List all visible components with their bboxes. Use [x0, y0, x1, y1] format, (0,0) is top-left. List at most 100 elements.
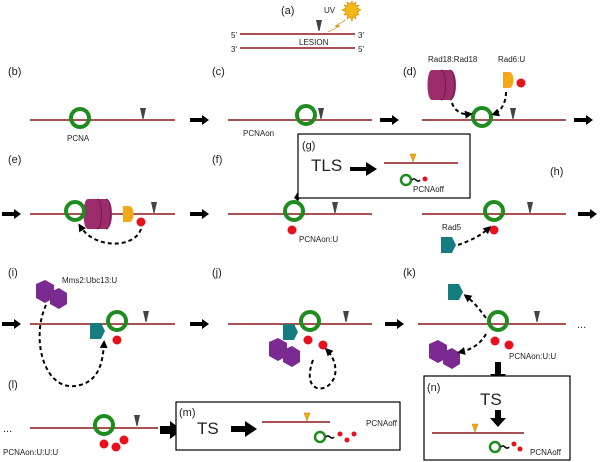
- arrow-tls: [350, 162, 377, 176]
- pcna-on-uuu-label: PCNAon:U:U:U: [3, 448, 58, 457]
- ubiquitin-i: [112, 335, 122, 345]
- pcna-off-label-m: PCNAoff: [366, 419, 398, 428]
- ubiquitin-m-2: [344, 437, 350, 443]
- ubiquitin-l-2: [111, 442, 121, 452]
- pcna-ring-d: [471, 106, 493, 128]
- pcna-ring-c: [295, 104, 317, 126]
- panel-label-e: (e): [8, 154, 21, 166]
- pcna-ring-i: [106, 310, 128, 332]
- lesion-k: [534, 311, 540, 322]
- dashed-arrow-rad5-release: [463, 294, 487, 319]
- ubiquitin-e: [136, 217, 146, 227]
- rad5-j: [283, 324, 298, 340]
- uv-label: UV: [324, 6, 336, 15]
- arrow-b-to-c: [190, 115, 209, 125]
- squiggle-m: [325, 435, 335, 439]
- panel-label-l: (l): [8, 379, 18, 391]
- dashed-arrow-chain-extension-j: [308, 347, 337, 390]
- arrow-into-e: [2, 209, 21, 219]
- lesion-j: [343, 311, 349, 322]
- ubiquitin-j-1: [303, 335, 313, 345]
- pcna-on-uu-label: PCNAon:U:U: [509, 352, 556, 361]
- panel-label-k: (k): [403, 267, 416, 279]
- ellipsis-k: ...: [577, 319, 586, 331]
- ubiquitin-g: [422, 176, 428, 182]
- squiggle-g: [411, 178, 421, 182]
- five-prime-bottom: 5': [358, 45, 364, 54]
- ubiquitin-k-1: [490, 336, 500, 346]
- rad5-i: [90, 323, 105, 339]
- ubiquitin-h: [489, 225, 499, 235]
- pcna-ring-k: [487, 310, 509, 332]
- lesion-c: [318, 108, 324, 119]
- arrow-into-i: [2, 319, 21, 329]
- lesion-f: [332, 202, 338, 213]
- pcna-off-ring-n: [488, 440, 502, 454]
- pcna-ring-b: [69, 107, 91, 129]
- tls-label: TLS: [311, 156, 342, 175]
- pcna-off-ring-g: [399, 173, 413, 187]
- rad18-dimer-d: [427, 69, 457, 101]
- panel-label-h: (h): [550, 166, 563, 178]
- sun-icon: [341, 0, 362, 22]
- mms2-ubc13-k-released: [429, 340, 460, 369]
- panel-label-d: (d): [403, 66, 416, 78]
- pcna-ring-l: [93, 414, 115, 436]
- lesion-label: LESION: [299, 38, 329, 47]
- dashed-arrow-ubiquitin-transfer-e: [78, 223, 142, 245]
- arrow-i-to-j: [190, 319, 209, 329]
- pcna-ring-h: [483, 200, 505, 222]
- lesion-b: [140, 108, 146, 119]
- pcna-on-label-c: PCNAon: [243, 129, 274, 138]
- ubiquitin-d: [516, 78, 526, 88]
- lesion-d: [510, 108, 516, 119]
- ts-label-n: TS: [480, 390, 502, 409]
- arrow-l-to-m: [160, 421, 182, 439]
- dashed-arrow-rad6-to-pcna: [491, 91, 507, 117]
- mms2-ubc13-j: [269, 338, 300, 367]
- repaired-lesion-n: [471, 423, 479, 433]
- rad6-d: [503, 72, 514, 88]
- dashed-arrow-mms2-to-rad5: [38, 304, 108, 388]
- ubiquitin-n-2: [517, 446, 523, 452]
- squiggle-n: [500, 445, 510, 449]
- repaired-lesion-m: [303, 412, 311, 422]
- rad6-e: [123, 206, 134, 222]
- ubiquitin-l-1: [99, 439, 109, 449]
- panel-label-b: (b): [8, 66, 21, 78]
- uv-lightning-icon: [327, 19, 347, 33]
- lesion-l: [134, 415, 140, 426]
- panel-label-n: (n): [427, 382, 440, 394]
- arrow-ts-m: [231, 421, 257, 437]
- ubiquitin-n-1: [511, 441, 517, 447]
- arrow-j-to-k: [385, 319, 404, 329]
- lesion-i: [143, 311, 149, 322]
- pcna-ring-e: [64, 200, 86, 222]
- arrow-h-out: [578, 209, 597, 219]
- rad6-label: Rad6:U: [498, 55, 525, 64]
- ubiquitin-j-2: [318, 340, 328, 350]
- dashed-arrow-mms2-release: [457, 333, 487, 355]
- ubiquitin-m-1: [337, 431, 343, 437]
- rad5-h: [441, 237, 456, 253]
- mms2-label: Mms2:Ubc13:U: [62, 276, 117, 285]
- repaired-lesion-g: [409, 153, 417, 163]
- arrow-d-to-e: [574, 115, 593, 125]
- pcna-off-label-n: PCNAoff: [530, 448, 562, 457]
- lesion-e: [151, 202, 157, 213]
- panel-label-m: (m): [179, 407, 196, 419]
- rad5-k-released: [448, 284, 463, 300]
- panel-label-j: (j): [212, 267, 222, 279]
- lesion-h: [527, 202, 533, 213]
- ellipsis-l: ...: [3, 423, 12, 435]
- ubiquitin-k-2: [504, 340, 514, 350]
- five-prime-top: 5': [231, 31, 237, 40]
- arrow-c-to-d: [380, 115, 399, 125]
- lesion-marker: [316, 20, 322, 31]
- three-prime-bottom: 3': [231, 45, 237, 54]
- ts-box-m: [175, 401, 401, 451]
- arrow-e-to-f: [190, 209, 209, 219]
- pcna-label-b: PCNA: [67, 134, 90, 143]
- ubiquitin-m-3: [351, 431, 357, 437]
- panel-label-a: (a): [281, 5, 294, 17]
